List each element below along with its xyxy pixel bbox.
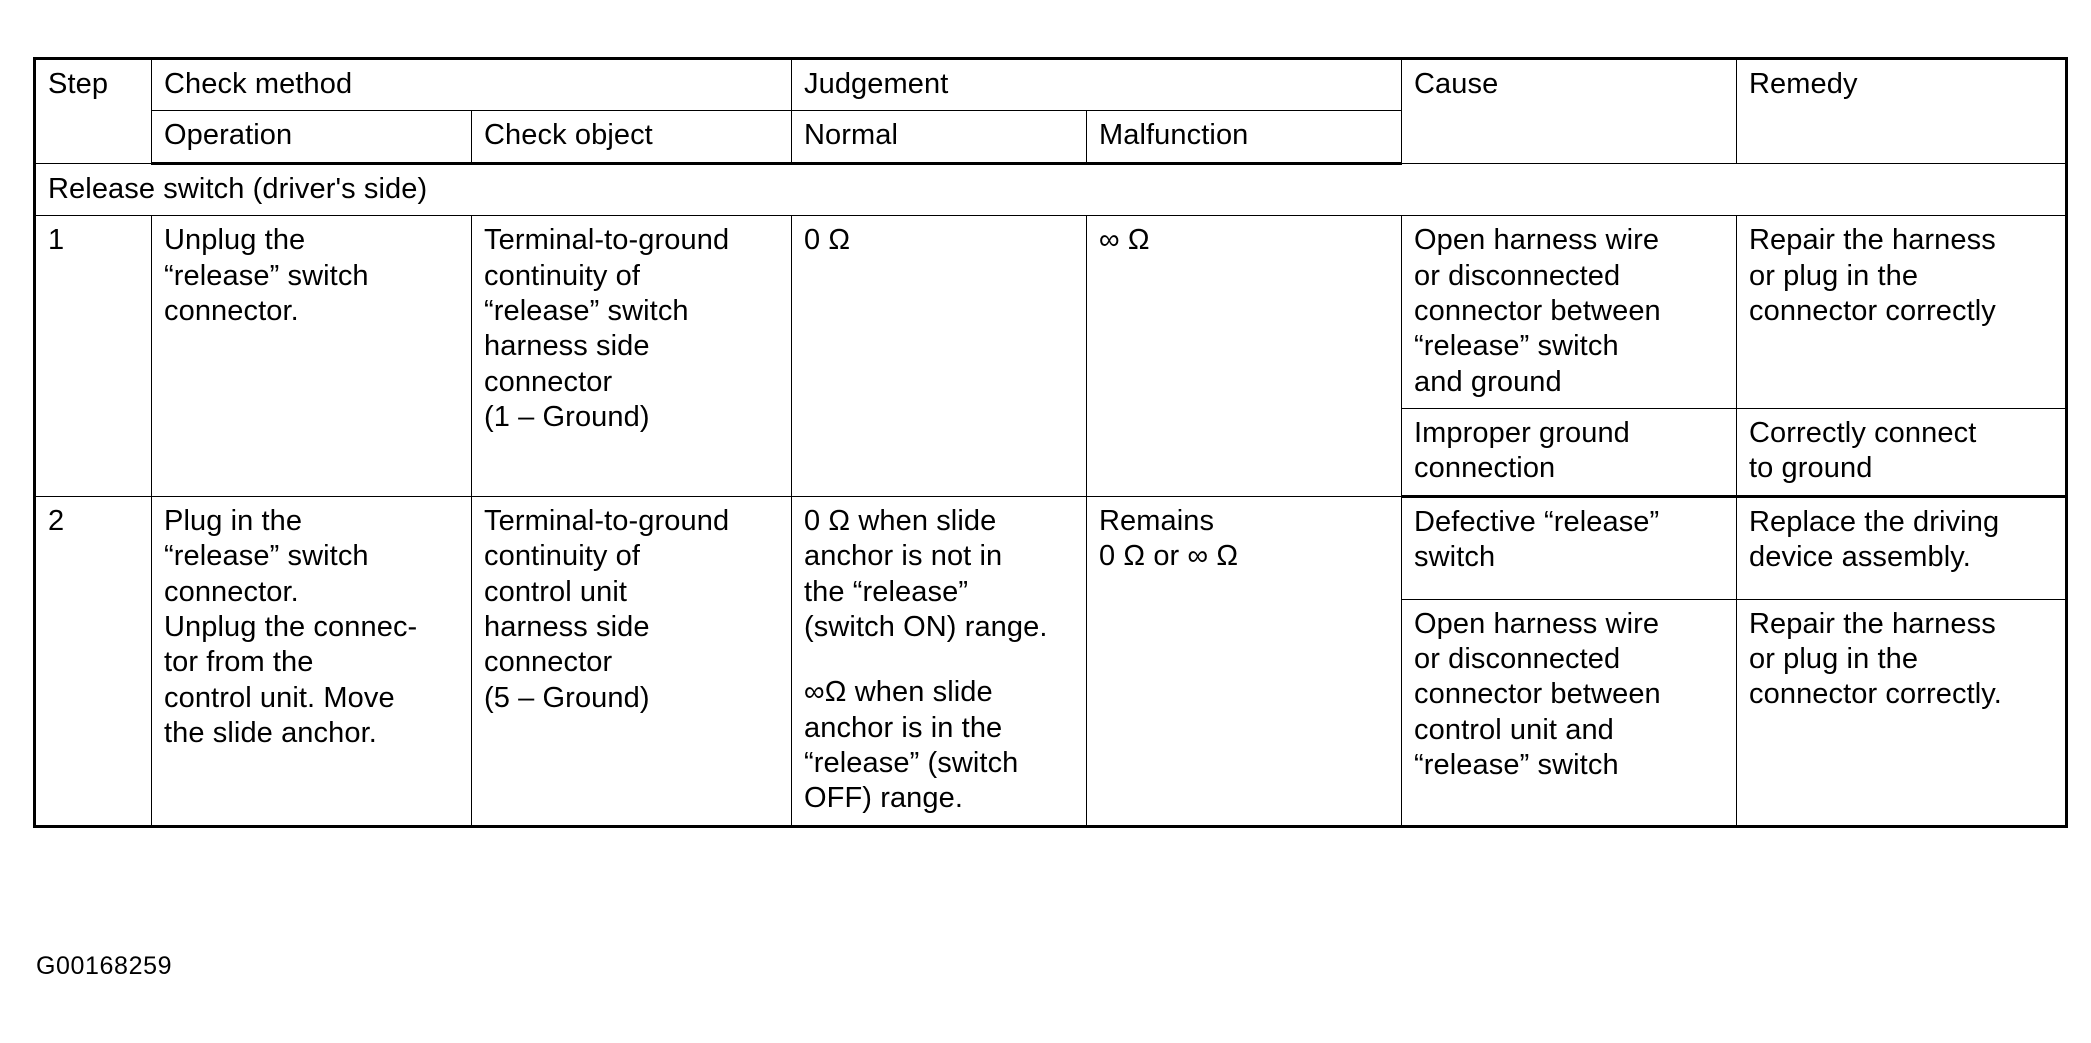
header-check-object: Check object	[471, 110, 792, 165]
step-cause: Defective “release” switch	[1401, 495, 1738, 600]
step-number: 2	[34, 495, 152, 827]
step-check-object: Terminal-to-ground continuity of control…	[471, 495, 792, 827]
header-malfunction: Malfunction	[1085, 110, 1403, 165]
step-malfunction: ∞ Ω	[1085, 215, 1403, 497]
step-operation: Plug in the “release” switch connector. …	[151, 495, 472, 827]
step-cause: Open harness wire or disconnected connec…	[1401, 598, 1738, 827]
step-remedy: Replace the driving device assembly.	[1736, 495, 2068, 600]
step-normal: 0 Ω when slide anchor is not in the “rel…	[791, 495, 1087, 827]
step-malfunction: Remains 0 Ω or ∞ Ω	[1085, 495, 1403, 827]
header-operation: Operation	[151, 110, 472, 165]
table-row: 1 Unplug the “release” switch connector.…	[34, 215, 2068, 497]
table-row: 2 Plug in the “release” switch connector…	[34, 495, 2068, 827]
diagnostic-table: Step Check method Judgement Cause Remedy…	[33, 57, 2069, 828]
step-normal-part-2: ∞Ω when slide anchor is in the “release”…	[804, 676, 1019, 815]
header-check-method: Check method	[151, 57, 792, 112]
figure-reference-code: G00168259	[36, 952, 173, 980]
step-remedy: Repair the harness or plug in the connec…	[1736, 215, 2068, 409]
header-judgement: Judgement	[790, 57, 1403, 112]
diagnostic-table-sheet: Step Check method Judgement Cause Remedy…	[33, 57, 2069, 828]
step-remedy: Repair the harness or plug in the connec…	[1736, 598, 2068, 827]
header-cause: Cause	[1401, 58, 1738, 164]
header-step: Step	[34, 58, 152, 164]
header-normal: Normal	[791, 110, 1087, 165]
step-number: 1	[34, 215, 152, 497]
paragraph-spacer	[804, 645, 1076, 675]
step-cause: Improper ground connection	[1401, 408, 1738, 498]
table-header-row-top: Step Check method Judgement Cause Remedy	[34, 57, 2068, 164]
table-header-row-sub: Operation Check object Normal Malfunctio…	[35, 110, 2067, 165]
step-operation: Unplug the “release” switch connector.	[151, 215, 472, 497]
section-title-row: Release switch (driver's side)	[33, 162, 2068, 217]
table-row: Open harness wire or disconnected connec…	[35, 598, 2068, 827]
step-cause: Open harness wire or disconnected connec…	[1401, 215, 1738, 409]
table-row: Improper ground connection Correctly con…	[35, 408, 2068, 498]
step-remedy: Correctly connect to ground	[1736, 408, 2068, 498]
step-normal: 0 Ω	[791, 215, 1087, 497]
step-normal-part-1: 0 Ω when slide anchor is not in the “rel…	[804, 504, 1048, 643]
header-remedy: Remedy	[1736, 58, 2068, 164]
section-title: Release switch (driver's side)	[33, 162, 2068, 217]
step-check-object: Terminal-to-ground continuity of “releas…	[471, 215, 792, 497]
